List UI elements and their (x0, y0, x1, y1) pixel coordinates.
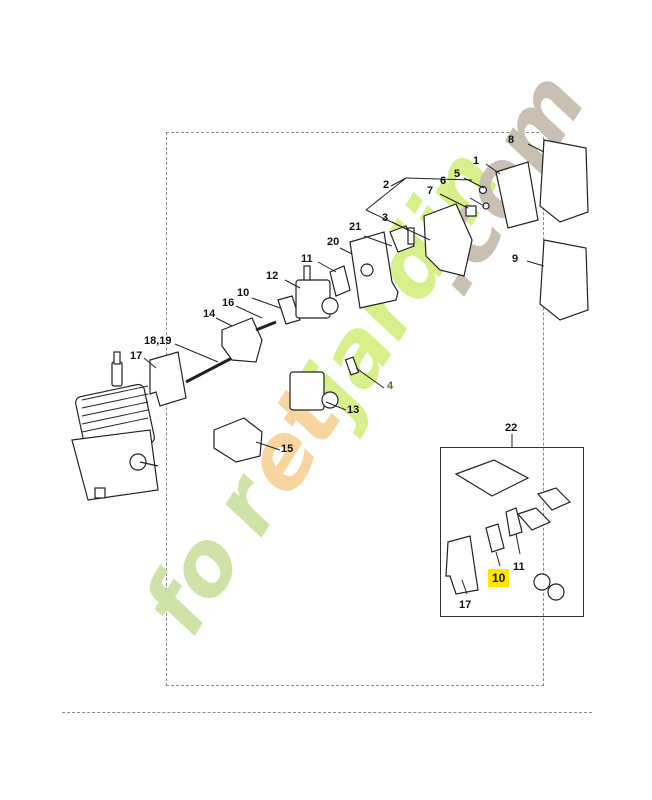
kit-cylinder-gasket[interactable] (454, 459, 530, 497)
callout-11[interactable]: 11 (301, 253, 313, 265)
bolt-18-19-part[interactable] (185, 356, 233, 384)
screw-16-part[interactable] (255, 320, 277, 332)
cover-9-part[interactable] (539, 239, 589, 321)
bottom-divider (62, 712, 592, 713)
callout-12[interactable]: 12 (266, 270, 279, 282)
callout-1[interactable]: 1 (473, 155, 480, 167)
callout-21[interactable]: 21 (349, 221, 362, 233)
gasket-kit-box (440, 447, 584, 617)
callout-4[interactable]: 4 (387, 380, 394, 392)
callout-5[interactable]: 5 (454, 168, 461, 180)
flange-15-part[interactable] (213, 417, 263, 463)
gasket-17-part[interactable] (149, 351, 187, 407)
callout-20[interactable]: 20 (327, 236, 340, 248)
kit-seal-b[interactable] (547, 583, 565, 601)
kit-seal-a[interactable] (533, 573, 551, 591)
kit-gasket-11[interactable] (505, 507, 523, 537)
kit-gasket-17[interactable] (445, 535, 479, 595)
callout-3[interactable]: 3 (382, 212, 389, 224)
kit-muffler-gasket-a[interactable] (536, 487, 572, 511)
clip-3-part[interactable] (407, 227, 415, 245)
callout-2[interactable]: 2 (383, 179, 390, 191)
gasket-11-part[interactable] (329, 265, 351, 297)
callout-6[interactable]: 6 (440, 175, 447, 187)
carburetor-13-part[interactable] (289, 371, 339, 411)
callout-17[interactable]: 17 (130, 350, 143, 362)
callout-14[interactable]: 14 (203, 308, 216, 320)
callout-7[interactable]: 7 (427, 185, 434, 197)
clip-4-part[interactable] (344, 356, 360, 376)
nut-5-part[interactable] (478, 185, 488, 195)
kit-gasket-10[interactable] (485, 523, 505, 553)
carburetor-12-part[interactable] (295, 265, 339, 319)
heat-shield-20-part[interactable] (349, 231, 399, 309)
callout-16[interactable]: 16 (222, 297, 235, 309)
callout-18-19[interactable]: 18,19 (144, 335, 172, 347)
cover-8-part[interactable] (539, 139, 589, 223)
kit-muffler-gasket-b[interactable] (516, 507, 552, 531)
callout-8[interactable]: 8 (508, 134, 515, 146)
callout-10[interactable]: 10 (237, 287, 250, 299)
gasket-10-part[interactable] (277, 295, 301, 325)
filter-1-part[interactable] (495, 161, 539, 229)
callout-kit-17[interactable]: 17 (459, 599, 472, 611)
callout-13[interactable]: 13 (347, 404, 360, 416)
callout-kit-11[interactable]: 11 (513, 561, 525, 573)
callout-kit-10-highlighted[interactable]: 10 (488, 569, 510, 587)
filter-housing-2-part[interactable] (423, 203, 473, 277)
callout-22[interactable]: 22 (505, 422, 518, 434)
engine-part[interactable] (71, 351, 159, 501)
flange-14-part[interactable] (221, 317, 263, 363)
callout-15[interactable]: 15 (281, 443, 294, 455)
part-7[interactable] (465, 205, 477, 217)
assembly-frame (166, 132, 544, 686)
callout-9[interactable]: 9 (512, 253, 519, 265)
